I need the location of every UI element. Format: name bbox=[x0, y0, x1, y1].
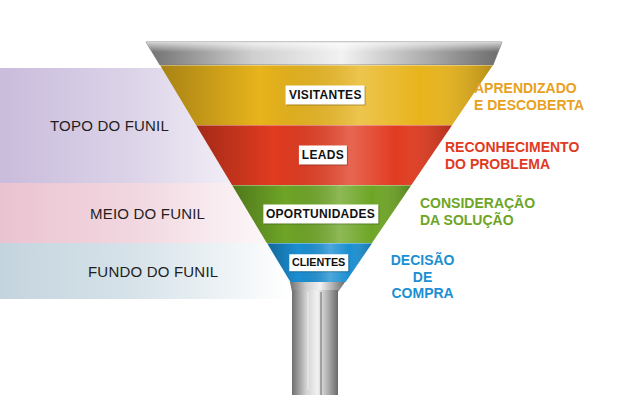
funnel-band: VISITANTES bbox=[160, 65, 493, 125]
band-shading bbox=[160, 65, 493, 125]
spout-seam bbox=[308, 292, 309, 390]
band-shading bbox=[196, 125, 452, 185]
funnel-spout bbox=[292, 290, 338, 395]
stage-description: CONSIDERAÇÃO DA SOLUÇÃO bbox=[420, 195, 538, 228]
band-fill bbox=[160, 65, 493, 125]
stage-description: DECISÃO DE COMPRA bbox=[382, 252, 463, 302]
band-shading bbox=[232, 185, 411, 243]
band-fill bbox=[196, 125, 452, 185]
band-edge bbox=[196, 125, 452, 126]
funnel-band: OPORTUNIDADES bbox=[232, 185, 411, 243]
stage-tag: OPORTUNIDADES bbox=[263, 205, 378, 224]
band-edge bbox=[160, 65, 493, 66]
stage-label: MEIO DO FUNIL bbox=[90, 205, 205, 222]
spout-seam bbox=[320, 292, 321, 395]
stage-band: FUNDO DO FUNIL bbox=[0, 243, 290, 299]
stage-label: TOPO DO FUNIL bbox=[50, 117, 169, 134]
stage-tag: CLIENTES bbox=[289, 254, 348, 271]
band-edge bbox=[232, 185, 411, 186]
band-fill bbox=[232, 185, 411, 243]
band-shading bbox=[267, 243, 372, 282]
stage-tag: LEADS bbox=[299, 146, 347, 165]
funnel-rim-shine bbox=[146, 42, 502, 52]
stage-label: FUNDO DO FUNIL bbox=[88, 263, 218, 280]
stage-description: RECONHECIMENTO DO PROBLEMA bbox=[445, 139, 582, 172]
band-fill bbox=[267, 243, 372, 282]
funnel-band: LEADS bbox=[196, 125, 452, 185]
band-edge bbox=[267, 243, 372, 244]
stage-tag: VISITANTES bbox=[286, 86, 365, 105]
funnel-rim bbox=[146, 42, 502, 65]
stage-description: APRENDIZADO E DESCOBERTA bbox=[474, 80, 587, 113]
funnel-band: CLIENTES bbox=[267, 243, 372, 282]
